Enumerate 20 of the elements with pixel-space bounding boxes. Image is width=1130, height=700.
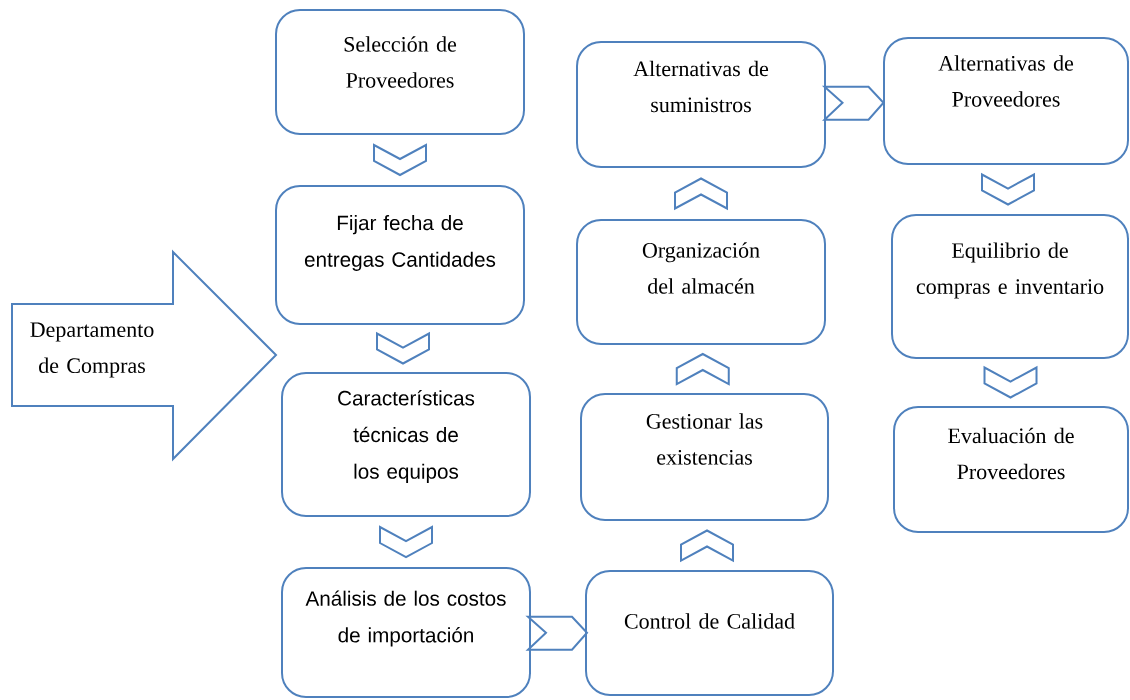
chevron-arrow [373, 143, 427, 177]
process-box: Gestionar las existencias [580, 393, 829, 521]
chevron-arrow [525, 615, 589, 651]
chevron-arrow [680, 529, 734, 563]
process-box: Evaluación de Proveedores [893, 406, 1129, 533]
chevron-arrow [376, 331, 430, 365]
chevron-arrow [674, 177, 728, 211]
chevron-arrow [675, 352, 730, 386]
chevron-arrow [981, 172, 1035, 206]
process-box: Características técnicas de los equipos [281, 372, 531, 517]
process-box: Equilibrio de compras e inventario [891, 214, 1129, 359]
chevron-arrow [983, 365, 1038, 399]
process-box: Análisis de los costos de importación [281, 567, 531, 698]
process-box: Selección de Proveedores [275, 9, 525, 135]
chevron-arrow [379, 525, 433, 559]
process-box: Fijar fecha de entregas Cantidades [275, 185, 525, 325]
process-box: Alternativas de Proveedores [883, 37, 1129, 165]
process-box: Organización del almacén [576, 219, 826, 345]
process-box: Control de Calidad [585, 570, 834, 696]
process-box: Alternativas de suministros [576, 41, 826, 168]
